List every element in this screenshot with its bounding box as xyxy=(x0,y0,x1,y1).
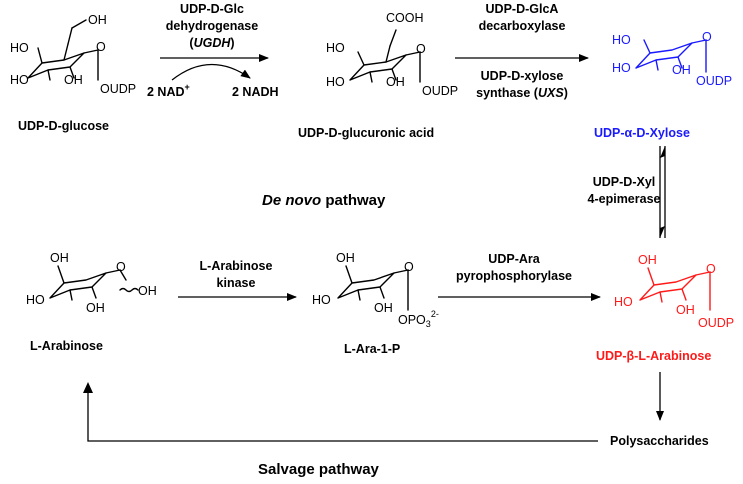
glucuronic-ring-oxygen: O xyxy=(416,42,426,56)
glucuronic-cooh: COOH xyxy=(386,11,424,25)
glucuronic-oudp: OUDP xyxy=(422,84,458,98)
nadh-cofactor: 2 NADH xyxy=(232,85,279,99)
pyrophosphorylase-line1: UDP-Ara xyxy=(488,252,540,266)
ara1p-ho-left: HO xyxy=(312,293,331,307)
salvage-loop-arrowhead xyxy=(83,382,93,393)
epimerase-line2: 4-epimerase xyxy=(588,192,661,206)
udp-arabinose-oh-mid: OH xyxy=(676,303,695,317)
glucose-ring-oxygen: O xyxy=(96,40,106,54)
udp-glucuronic-acid-structure: COOH O HO HO OH OUDP xyxy=(326,11,458,98)
udp-d-glucose-label: UDP-D-glucose xyxy=(18,119,109,133)
l-ara-1-p-structure: OH HO OH O OPO32- xyxy=(312,251,439,329)
kinase-line2: kinase xyxy=(217,276,256,290)
epimerase-reverse-head xyxy=(660,146,665,158)
salvage-loop-line xyxy=(87,390,598,442)
xylose-ho-lower: HO xyxy=(612,61,631,75)
uxs-name-line3: UDP-D-xylose xyxy=(481,69,564,83)
glucuronic-oh-mid: OH xyxy=(386,75,405,89)
polysaccharides-label: Polysaccharides xyxy=(610,434,709,448)
arabinose-oh-mid: OH xyxy=(86,301,105,315)
xylose-ring-oxygen: O xyxy=(702,30,712,44)
udp-d-glucose-structure: OH O HO HO OH OUDP xyxy=(10,13,136,96)
ara1p-oh-mid: OH xyxy=(374,301,393,315)
uxs-name-line1: UDP-D-GlcA xyxy=(486,2,559,16)
udp-xylose-structure: HO HO OH O OUDP xyxy=(612,30,732,88)
udp-arabinose-label: UDP-β-L-Arabinose xyxy=(596,349,711,363)
epimerase-forward-head xyxy=(660,226,665,238)
epimerase-line1: UDP-D-Xyl xyxy=(593,175,656,189)
glucose-ho-upper: HO xyxy=(10,41,29,55)
nad-curved-arrow xyxy=(171,63,251,81)
ara1p-phosphate: OPO32- xyxy=(398,309,439,329)
xylose-oh-mid: OH xyxy=(672,63,691,77)
arabinose-oh-top: OH xyxy=(50,251,69,265)
salvage-pathway-label: Salvage pathway xyxy=(258,461,380,478)
udp-arabinose-ring-oxygen: O xyxy=(706,262,716,276)
l-arabinose-label: L-Arabinose xyxy=(30,339,103,353)
udp-arabinose-oh-top: OH xyxy=(638,253,657,267)
glucose-oh-mid: OH xyxy=(64,73,83,87)
glucuronic-ho-lower: HO xyxy=(326,75,345,89)
l-arabinose-structure: OH HO OH OH O xyxy=(26,251,157,315)
udp-glucuronic-acid-label: UDP-D-glucuronic acid xyxy=(298,126,434,140)
ugdh-abbreviation: (UGDH) xyxy=(189,36,234,50)
udp-arabinose-ho-left: HO xyxy=(614,295,633,309)
arabinose-oh-right: OH xyxy=(138,284,157,298)
xylose-oudp: OUDP xyxy=(696,74,732,88)
ugdh-name-line1: UDP-D-Glc xyxy=(180,2,244,16)
nad-cofactor: 2 NAD+ xyxy=(147,82,190,99)
xylose-ho-upper: HO xyxy=(612,33,631,47)
ugdh-name-line2: dehydrogenase xyxy=(166,19,258,33)
arabinose-ho-left: HO xyxy=(26,293,45,307)
ara1p-oh-top: OH xyxy=(336,251,355,265)
uxs-name-line2: decarboxylase xyxy=(479,19,566,33)
udp-xylose-label: UDP-α-D-Xylose xyxy=(594,126,690,140)
udp-arabinose-structure: OH HO OH O OUDP xyxy=(614,253,734,330)
kinase-line1: L-Arabinose xyxy=(200,259,273,273)
udp-arabinose-oudp: OUDP xyxy=(698,316,734,330)
glucose-ho-lower: HO xyxy=(10,73,29,87)
l-ara-1-p-label: L-Ara-1-P xyxy=(344,342,400,356)
de-novo-pathway-label: De novo pathway xyxy=(262,192,386,209)
uxs-name-line4: synthase (UXS) xyxy=(476,86,568,100)
arabinose-ring-oxygen: O xyxy=(116,260,126,274)
ara1p-ring-oxygen: O xyxy=(404,260,414,274)
glucose-oh-top: OH xyxy=(88,13,107,27)
glucuronic-ho-upper: HO xyxy=(326,41,345,55)
pyrophosphorylase-line2: pyrophosphorylase xyxy=(456,269,572,283)
glucose-oudp: OUDP xyxy=(100,82,136,96)
